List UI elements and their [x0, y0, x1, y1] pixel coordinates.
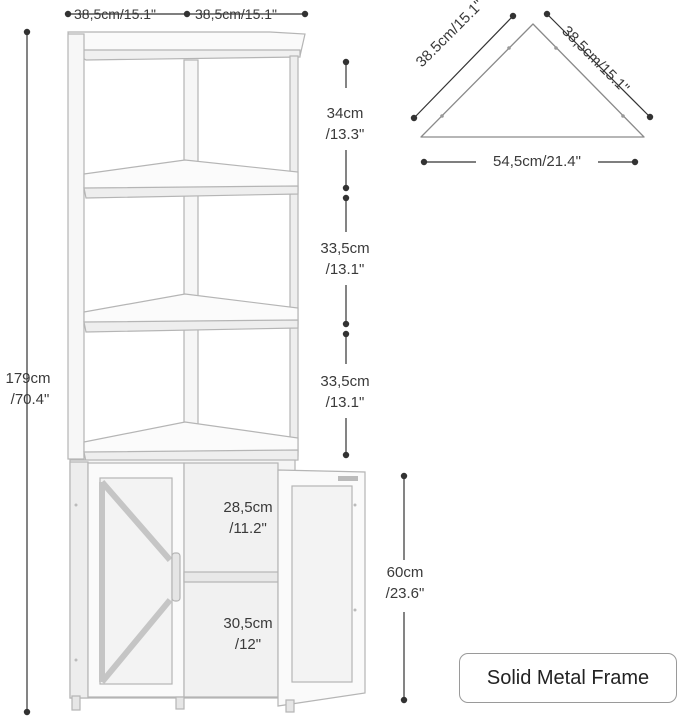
screw-dots	[74, 503, 357, 662]
shelf3-height-cm: 33,5cm	[320, 373, 370, 390]
corner-cabinet	[67, 31, 366, 713]
width-left-label: 38,5cm/15.1"	[74, 6, 157, 22]
width-right-label: 38,5cm/15.1"	[195, 6, 278, 22]
shelf2-height-in: /13.1"	[325, 261, 365, 278]
shelf2-height-cm: 33,5cm	[320, 240, 370, 257]
cabinet-upper-cm: 28,5cm	[223, 499, 273, 516]
shelf3-height-in: /13.1"	[325, 394, 365, 411]
cabinet-upper-in: /11.2"	[229, 520, 267, 537]
cabinet-lower-cm: 30,5cm	[223, 615, 273, 632]
top-view-shape	[420, 23, 645, 138]
cabinet-height-cm: 60cm	[386, 564, 424, 581]
total-height-in: /70.4"	[10, 391, 50, 408]
shelf1-height-cm: 34cm	[326, 105, 364, 122]
cabinet-height-in: /23.6"	[385, 585, 425, 602]
topview-front-label: 54,5cm/21.4"	[493, 153, 581, 170]
total-height-cm: 179cm	[5, 370, 51, 387]
solid-metal-frame-badge: Solid Metal Frame	[459, 653, 677, 703]
shelf1-height-in: /13.3"	[325, 126, 365, 143]
cabinet-lower-in: /12"	[234, 636, 262, 653]
